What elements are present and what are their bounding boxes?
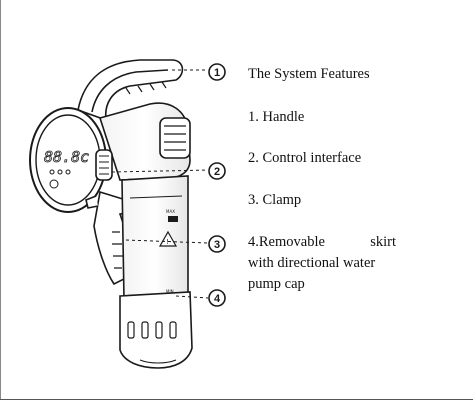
- display-indicator-dots: [49, 169, 71, 189]
- feature-item-4-line-1: 4.Removable skirt: [248, 234, 396, 250]
- callout-4-number: 4: [214, 293, 221, 305]
- feature-item-removable-skirt: 4.Removable skirt with directional water…: [248, 232, 396, 295]
- callout-3-number: 3: [214, 239, 220, 251]
- removable-skirt: [119, 291, 193, 369]
- feature-item-4-line-3: pump cap: [248, 276, 305, 292]
- max-label: MAX: [166, 209, 175, 214]
- callout-leaders: [111, 69, 209, 299]
- callout-1-number: 1: [214, 67, 220, 79]
- display-digits: 88.8c: [44, 148, 89, 166]
- callout-3: 3: [208, 235, 226, 253]
- callout-2-number: 2: [214, 166, 220, 178]
- callout-1: 1: [208, 63, 226, 81]
- feature-item-handle: 1. Handle: [248, 109, 305, 125]
- handle: [77, 59, 184, 122]
- svg-text:!: !: [166, 238, 169, 246]
- feature-item-control-interface: 2. Control interface: [248, 150, 362, 166]
- feature-item-4-line-2: with directional water: [248, 255, 376, 271]
- device-body: [29, 102, 191, 213]
- callout-4: 4: [208, 289, 226, 307]
- features-title: The System Features: [248, 66, 370, 82]
- lower-tube: MAX ! MIN: [121, 175, 189, 302]
- frame-left-border: [0, 0, 1, 400]
- feature-item-clamp: 3. Clamp: [248, 192, 302, 208]
- callout-2: 2: [208, 162, 226, 180]
- min-label: MIN: [166, 289, 174, 294]
